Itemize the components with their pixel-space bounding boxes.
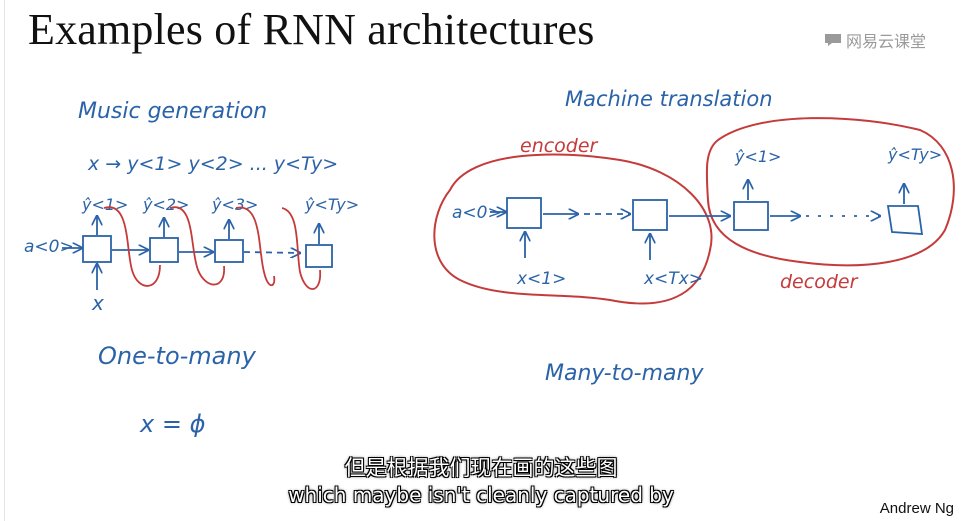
watermark-text: 网易云课堂 — [845, 32, 926, 51]
feedback-curve — [103, 206, 161, 287]
subtitles: 但是根据我们现在画的这些图 which maybe isn't cleanly … — [0, 455, 962, 509]
label-decoder: decoder — [780, 271, 859, 293]
input-label: x<1> — [516, 269, 566, 289]
rnn-chain-right — [490, 180, 924, 260]
slide-title: Examples of RNN architectures — [28, 5, 595, 54]
feedback-curve — [169, 206, 225, 286]
encoder-boundary — [433, 153, 713, 305]
output-label: ŷ<1> — [734, 147, 781, 166]
rnn-cell — [305, 244, 333, 268]
lecturer-credit: Andrew Ng — [879, 500, 954, 517]
feedback-curve — [235, 206, 276, 287]
input-label: x<Tx> — [643, 269, 703, 289]
heading-machine-translation: Machine translation — [565, 87, 773, 111]
note-x-empty: x = ϕ — [139, 410, 206, 438]
subtitle-chinese: 但是根据我们现在画的这些图 — [344, 456, 618, 480]
feedback-curve — [281, 207, 321, 290]
sampled-output-feedback — [103, 206, 321, 290]
label-one-to-many: One-to-many — [98, 342, 257, 370]
heading-music-generation: Music generation — [78, 99, 267, 124]
rnn-cell — [82, 235, 112, 263]
label-many-to-many: Many-to-many — [545, 361, 704, 386]
slide-edge — [4, 0, 5, 521]
rnn-cell — [506, 197, 542, 229]
rnn-cell — [214, 239, 244, 263]
label-encoder: encoder — [520, 135, 599, 157]
output-labels-left: ŷ<1> ŷ<2> ŷ<3> ŷ<Ty> — [81, 195, 359, 214]
output-label: ŷ<3> — [211, 195, 258, 214]
formula-one-to-many: x → y<1> y<2> ... y<Ty> — [87, 153, 338, 175]
rnn-cell — [886, 205, 924, 235]
output-label: ŷ<1> — [81, 195, 128, 214]
output-label: ŷ<2> — [142, 195, 189, 214]
label-a0-right: a<0> — [452, 203, 502, 223]
rnn-cell — [733, 201, 769, 231]
rnn-chain-left — [62, 216, 333, 290]
decoder-boundary — [705, 117, 955, 267]
grouping-ellipses — [433, 117, 955, 305]
watermark: 网易云课堂 — [824, 28, 926, 52]
rnn-cell — [149, 237, 179, 263]
input-x-left: x — [91, 291, 104, 315]
label-a0-left: a<0> — [24, 237, 74, 257]
output-label: ŷ<Ty> — [304, 195, 359, 214]
arrow — [243, 252, 300, 253]
output-label: ŷ<Ty> — [887, 145, 942, 164]
rnn-cell — [632, 199, 668, 231]
chat-bubble-icon — [824, 34, 841, 46]
subtitle-english: which maybe isn't cleanly captured by — [288, 483, 674, 507]
